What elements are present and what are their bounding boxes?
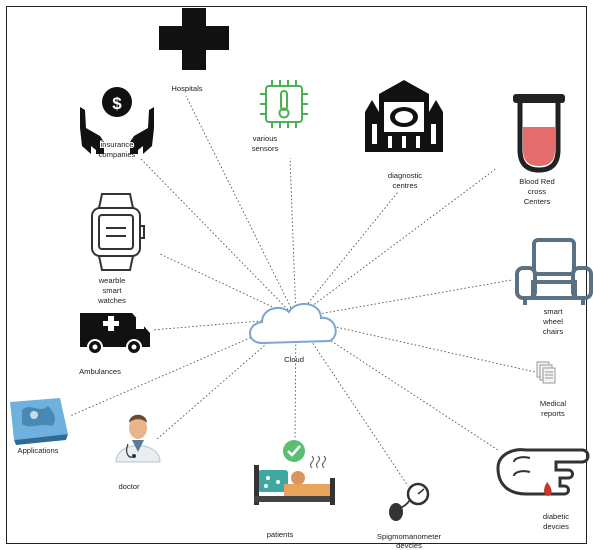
app-screen-icon bbox=[10, 398, 68, 445]
node-patients-label: patients bbox=[267, 530, 294, 539]
svg-text:companies: companies bbox=[99, 150, 136, 159]
node-diabetic: diabetic devcies bbox=[496, 448, 590, 531]
doctor-icon bbox=[115, 414, 161, 463]
node-diagnostic: diagnostic centres bbox=[365, 80, 443, 190]
node-bloodred-label: Blood Red bbox=[519, 177, 554, 186]
node-wheelchairs: smart wheel chairs bbox=[515, 238, 593, 336]
svg-text:chairs: chairs bbox=[543, 327, 563, 336]
node-applications: Applications bbox=[10, 398, 68, 455]
node-diabetic-label: diabetic bbox=[543, 512, 569, 521]
svg-text:insurance: insurance bbox=[101, 140, 134, 149]
node-diagnostic-label: diagnostic bbox=[388, 171, 422, 180]
svg-text:centres: centres bbox=[393, 181, 418, 190]
svg-text:watches: watches bbox=[97, 296, 126, 305]
connector-diagnostic bbox=[295, 191, 399, 319]
node-ambulances-label: Ambulances bbox=[79, 367, 121, 376]
connector-wheelchairs bbox=[295, 279, 513, 319]
smartwatch-icon bbox=[91, 193, 145, 271]
node-insurance-label: insurance bbox=[101, 140, 134, 149]
connector-sensors bbox=[289, 157, 297, 319]
node-reports-label: Medical bbox=[540, 399, 566, 408]
connector-hospitals bbox=[185, 95, 297, 319]
svg-text:sensors: sensors bbox=[252, 144, 279, 153]
money-hands-icon: $ bbox=[80, 87, 154, 154]
node-watches-label: wearble bbox=[98, 276, 126, 285]
finger-blood-drop-icon bbox=[496, 448, 590, 496]
cloud-hub: Cloud bbox=[249, 302, 337, 364]
node-applications-label: Applications bbox=[18, 446, 59, 455]
node-patients: patients bbox=[254, 440, 335, 539]
node-sensors: various sensors bbox=[252, 80, 308, 153]
svg-text:wheel: wheel bbox=[542, 317, 563, 326]
documents-icon bbox=[536, 361, 556, 384]
node-sensors-label: various bbox=[253, 134, 278, 143]
svg-text:reports: reports bbox=[541, 409, 565, 418]
connector-bloodred bbox=[295, 167, 498, 319]
svg-text:Centers: Centers bbox=[524, 197, 551, 206]
node-sphyg-label: Spigmomanometer bbox=[377, 532, 442, 541]
svg-text:$: $ bbox=[112, 94, 122, 113]
building-icon bbox=[365, 80, 443, 152]
connector-insurance bbox=[139, 157, 297, 319]
connector-applications bbox=[69, 317, 297, 417]
blood-pressure-gauge-icon bbox=[389, 482, 430, 521]
cloud-label: Cloud bbox=[284, 355, 304, 364]
node-hospitals-label: Hospitals bbox=[171, 84, 202, 93]
node-doctor: doctor bbox=[115, 414, 161, 491]
hospital-cross-icon bbox=[159, 8, 229, 70]
node-ambulances: Ambulances bbox=[79, 313, 150, 376]
node-watches: wearble smart watches bbox=[91, 193, 145, 305]
connector-reports bbox=[295, 317, 536, 373]
svg-text:cross: cross bbox=[528, 187, 546, 196]
connector-sphyg bbox=[295, 317, 409, 487]
svg-text:devcies: devcies bbox=[543, 522, 569, 531]
cloud-icon bbox=[249, 302, 337, 345]
node-hospitals: Hospitals bbox=[159, 8, 229, 93]
svg-text:smart: smart bbox=[103, 286, 123, 295]
thermometer-chip-icon bbox=[260, 80, 308, 128]
node-reports: Medical reports bbox=[536, 361, 566, 418]
ambulance-icon bbox=[80, 313, 150, 355]
node-wheelchairs-label: smart bbox=[544, 307, 564, 316]
node-bloodred: Blood Red cross Centers bbox=[513, 94, 565, 206]
armchair-icon bbox=[515, 238, 593, 305]
test-tube-icon bbox=[513, 94, 565, 173]
node-insurance: $ insurance insurance companies bbox=[80, 87, 154, 159]
node-sphyg: Spigmomanometer devcies bbox=[377, 482, 442, 550]
svg-text:devcies: devcies bbox=[396, 541, 422, 550]
patient-bed-icon bbox=[254, 440, 335, 505]
node-doctor-label: doctor bbox=[118, 482, 140, 491]
